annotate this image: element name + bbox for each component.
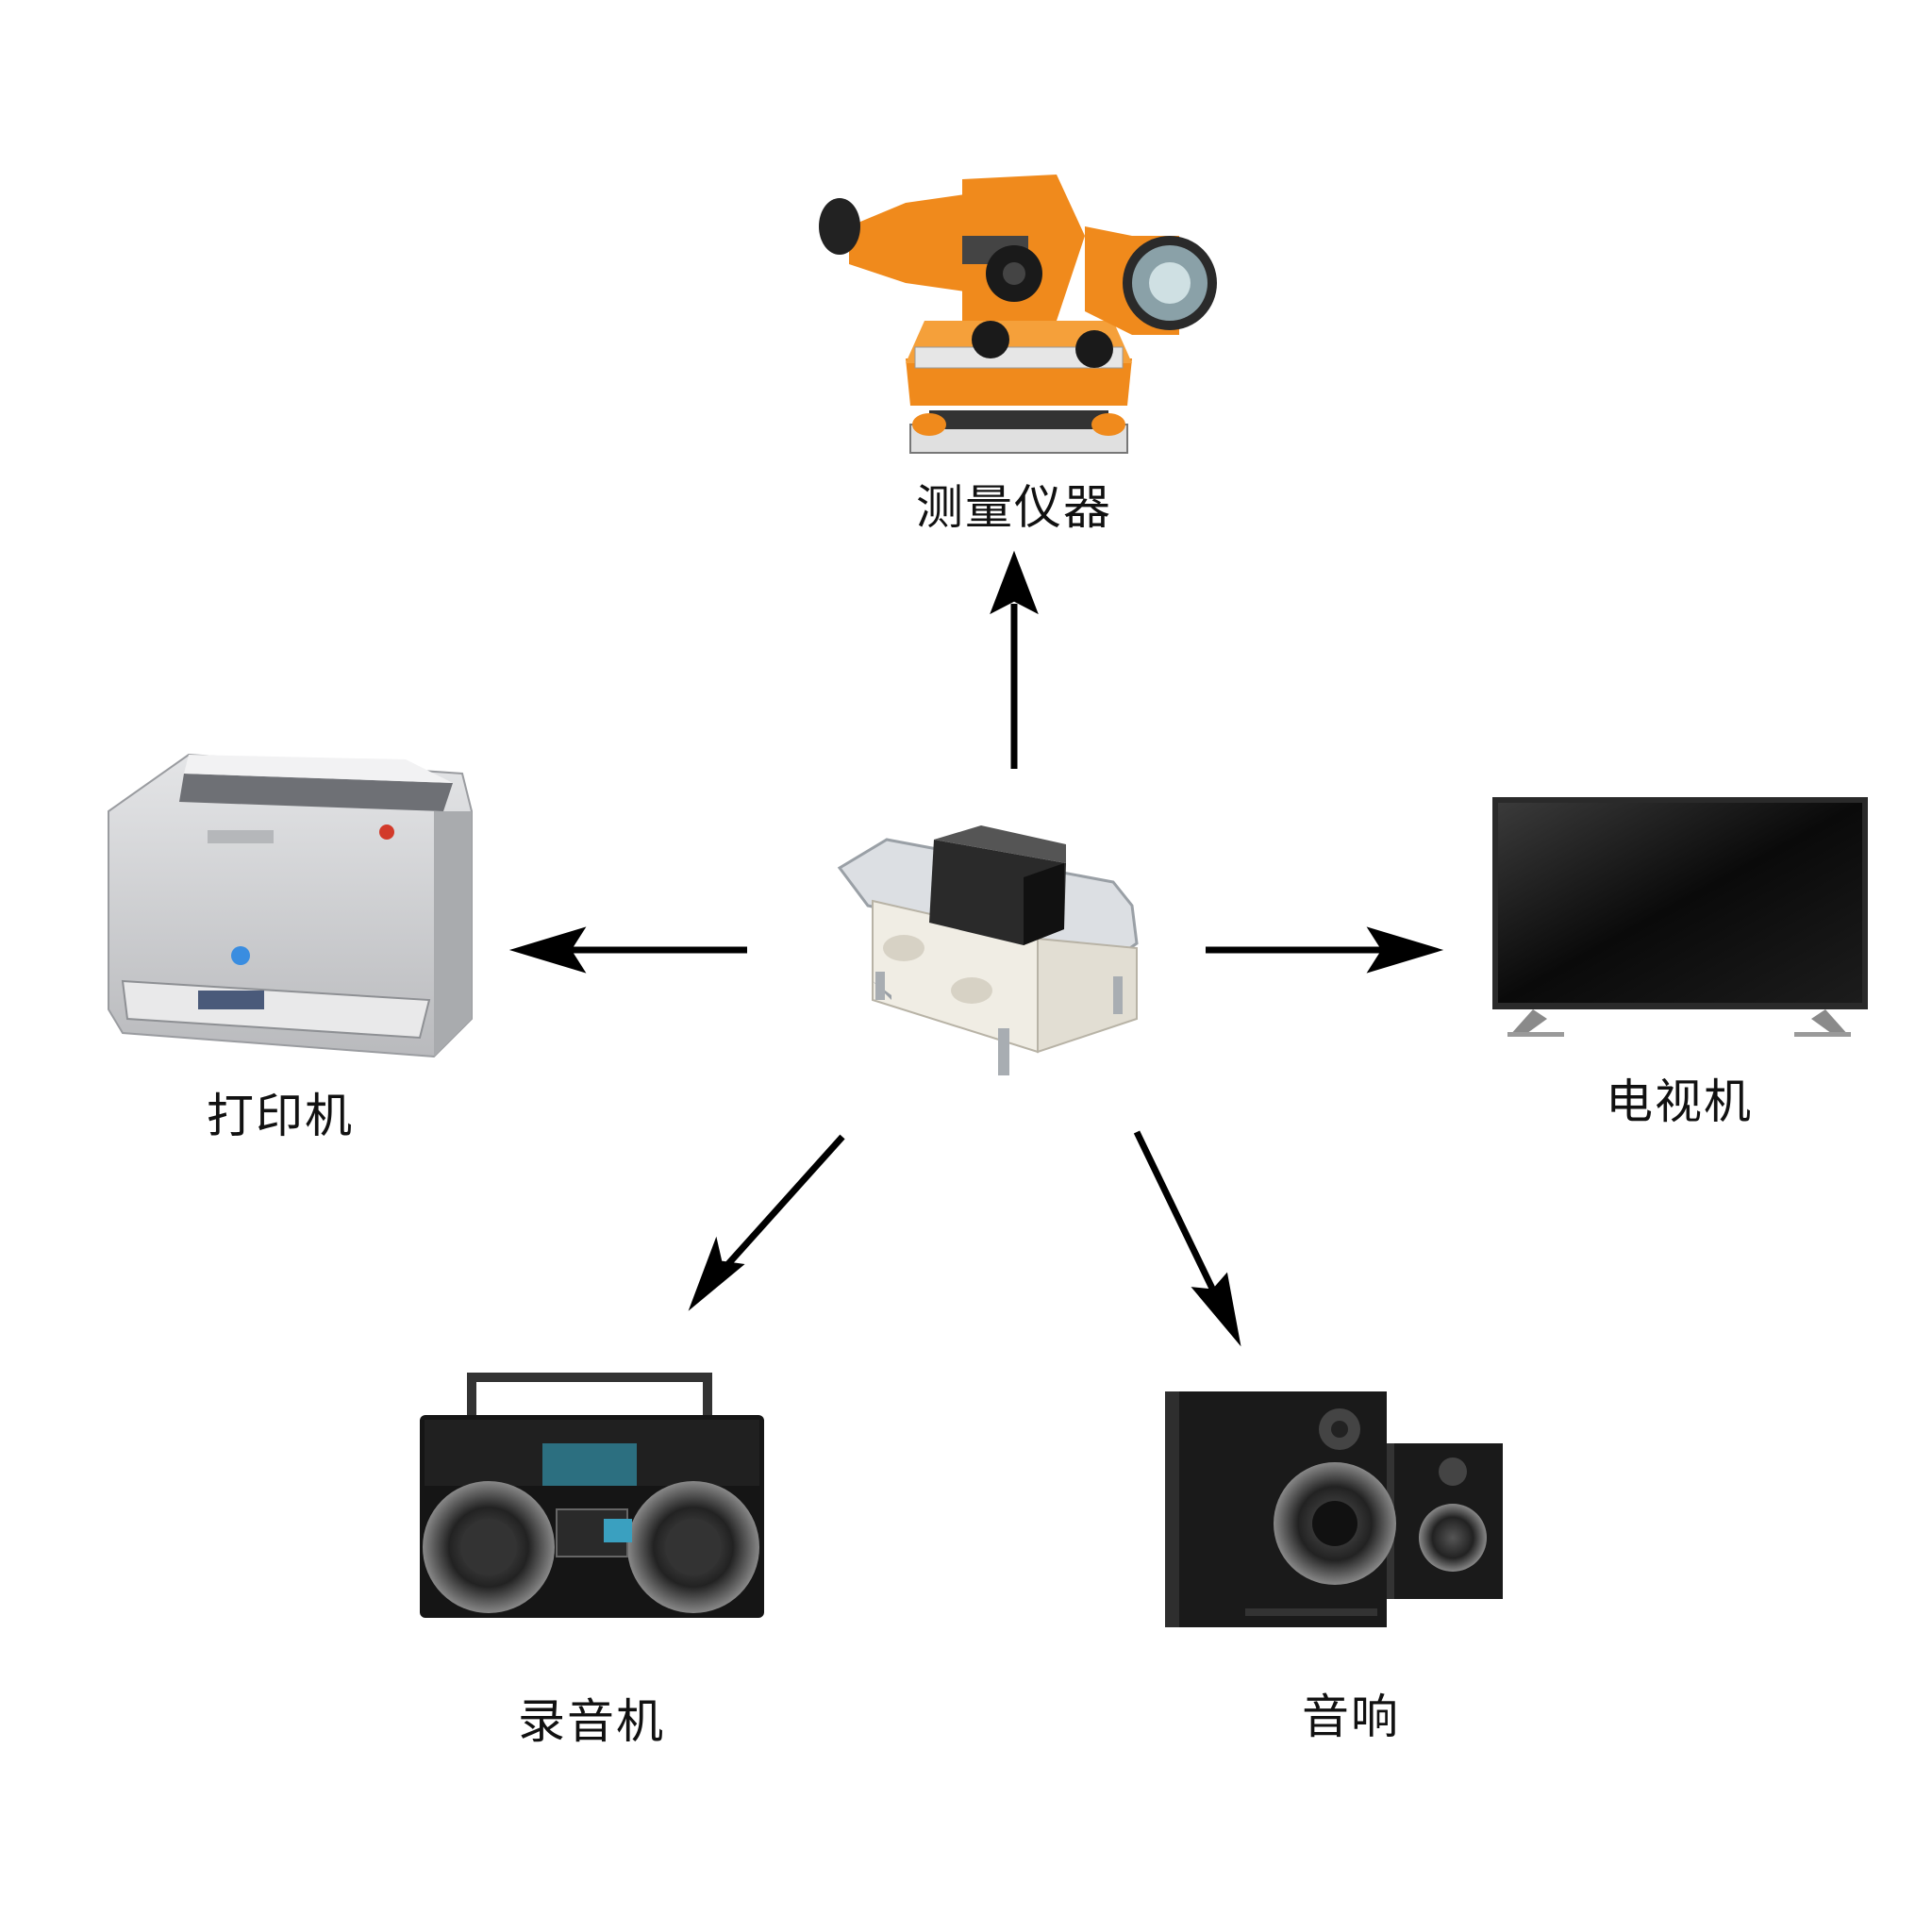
label-surveying: 测量仪器: [916, 480, 1112, 535]
arrow-to-surveying: [990, 550, 1039, 769]
surveying-instrument-image: [819, 175, 1217, 454]
label-printer: 打印机: [207, 1089, 354, 1143]
label-speaker: 音响: [1302, 1690, 1400, 1744]
arrow-to-recorder: [688, 1134, 845, 1311]
speakers-image: [1165, 1391, 1503, 1627]
recorder-image: [420, 1373, 764, 1618]
television-image: [1492, 797, 1868, 1037]
printer-image: [108, 753, 473, 1058]
arrow-to-printer: [508, 926, 747, 974]
arrows: [508, 550, 1444, 1347]
label-tv: 电视机: [1606, 1074, 1753, 1129]
tact-switch-image: [837, 825, 1139, 1075]
arrow-to-speaker: [1133, 1130, 1241, 1347]
arrow-to-tv: [1206, 926, 1444, 974]
label-recorder: 录音机: [518, 1694, 665, 1749]
